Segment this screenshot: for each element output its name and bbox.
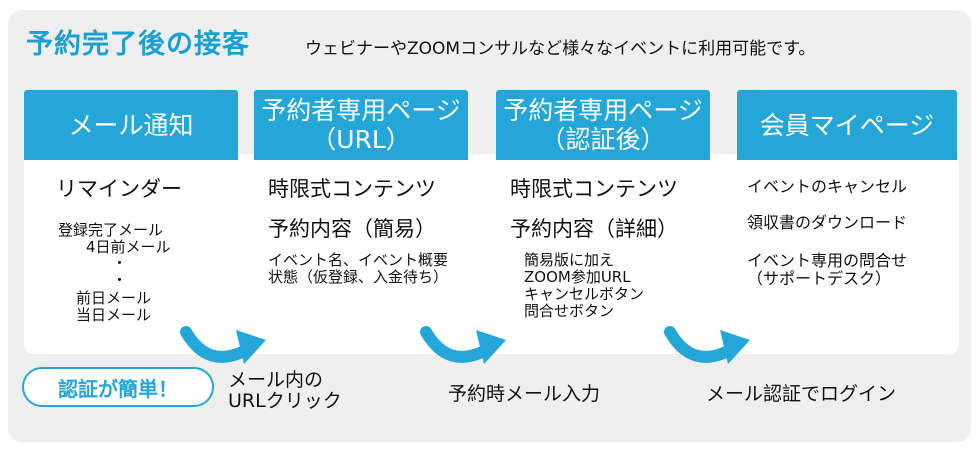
list-item: キャンセルボタン: [524, 285, 645, 303]
list-item: 簡易版に加え: [524, 251, 615, 269]
card-header-text: 予約者専用ページ: [503, 96, 703, 125]
list-item: ZOOM参加URL: [524, 268, 631, 286]
list-item: ・: [112, 254, 128, 272]
card-header: メール通知: [24, 90, 238, 160]
reservation-detail-label: 予約内容（詳細）: [510, 217, 678, 241]
curved-arrow-icon: [664, 326, 750, 364]
card-reservation-page-url: 予約者専用ページ （URL） 時限式コンテンツ 予約内容（簡易） イベント名、イ…: [254, 90, 468, 340]
caption-line: メール内の: [228, 369, 324, 391]
card-email-notification: メール通知 リマインダー 登録完了メール 4日前メール ・ ・ 前日メール 当日…: [24, 90, 238, 340]
card-header-text: メール通知: [68, 110, 194, 140]
caption-line: URLクリック: [228, 390, 342, 412]
list-item: （サポートデスク）: [747, 269, 892, 288]
diagram-subtitle: ウェビナーやZOOMコンサルなど様々なイベントに利用可能です。: [305, 39, 816, 59]
diagram-title: 予約完了後の接客: [26, 29, 250, 60]
card-header-subtext: （URL）: [311, 125, 411, 154]
card-header-text: 会員マイページ: [759, 110, 935, 140]
list-item: 前日メール: [76, 289, 152, 307]
list-item: ・: [112, 271, 128, 289]
caption-email-input: 予約時メール入力: [448, 383, 601, 405]
list-item: 領収書のダウンロード: [747, 213, 908, 232]
list-item: イベント名、イベント概要: [268, 251, 449, 269]
timed-content-label: 時限式コンテンツ: [268, 177, 436, 201]
list-item: 状態（仮登録、入金待ち）: [268, 268, 449, 286]
curved-arrow-icon: [420, 326, 506, 364]
curved-arrow-icon: [180, 326, 266, 364]
reminder-label: リマインダー: [56, 177, 182, 201]
list-item: イベント専用の問合せ: [747, 251, 908, 270]
list-item: 問合せボタン: [524, 302, 615, 320]
list-item: 当日メール: [76, 306, 152, 324]
reservation-summary-label: 予約内容（簡易）: [268, 217, 436, 241]
easy-auth-badge: 認証が簡単！: [22, 367, 214, 407]
caption-email-auth-login: メール認証でログイン: [706, 383, 897, 405]
card-reservation-page-auth: 予約者専用ページ （認証後） 時限式コンテンツ 予約内容（詳細） 簡易版に加え …: [496, 90, 710, 340]
card-header: 会員マイページ: [737, 90, 957, 160]
card-header: 予約者専用ページ （認証後）: [496, 90, 710, 160]
list-item: イベントのキャンセル: [747, 177, 908, 196]
timed-content-label: 時限式コンテンツ: [510, 177, 678, 201]
card-header-text: 予約者専用ページ: [261, 96, 461, 125]
card-header-subtext: （認証後）: [540, 125, 666, 154]
list-item: 4日前メール: [86, 238, 171, 256]
card-header: 予約者専用ページ （URL）: [254, 90, 468, 160]
card-member-mypage: 会員マイページ イベントのキャンセル 領収書のダウンロード イベント専用の問合せ…: [737, 90, 957, 340]
caption-url-click: メール内の URLクリック: [228, 370, 342, 412]
list-item: 登録完了メール: [58, 221, 164, 239]
